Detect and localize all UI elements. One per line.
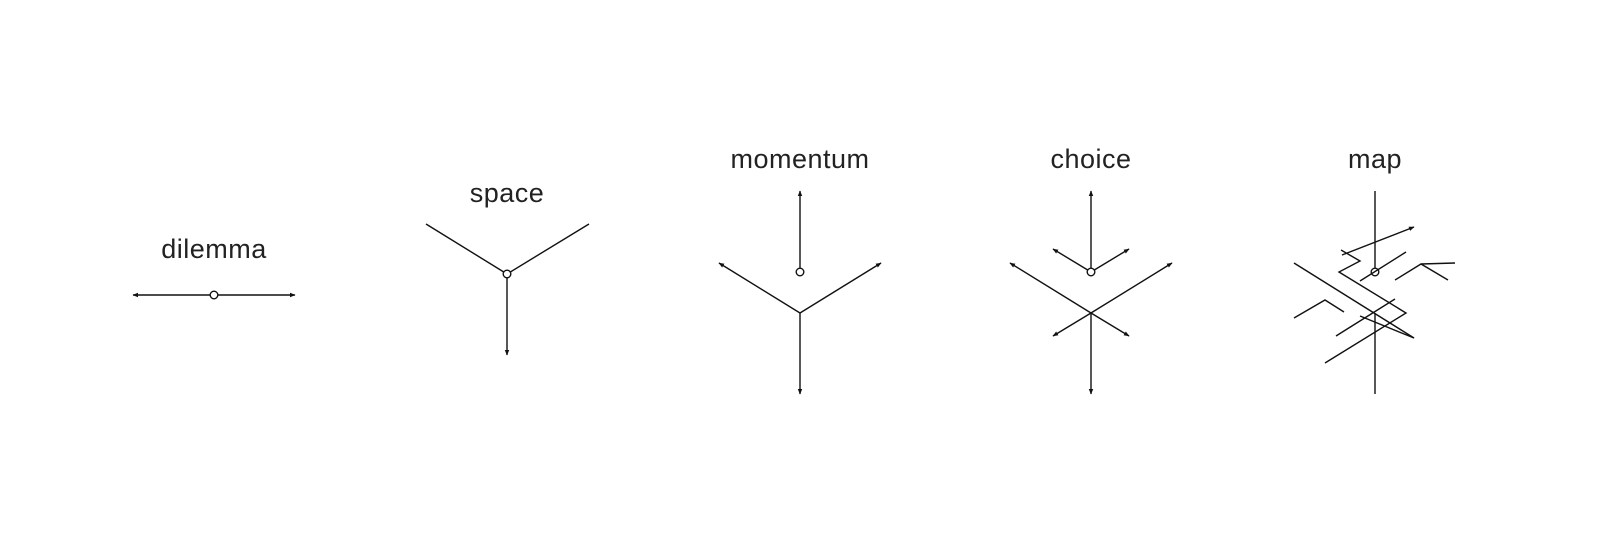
two-way-line-icon: [132, 290, 296, 300]
path-map-icon: [1293, 191, 1456, 394]
label-space: space: [469, 178, 545, 208]
label-map: map: [1347, 144, 1403, 174]
converging-paths-icon: [718, 190, 882, 395]
three-way-fork-icon: [425, 223, 590, 356]
label-choice: choice: [1050, 144, 1132, 174]
label-dilemma: dilemma: [161, 234, 267, 264]
label-momentum: momentum: [730, 144, 870, 174]
crossing-paths-icon: [1009, 190, 1173, 395]
